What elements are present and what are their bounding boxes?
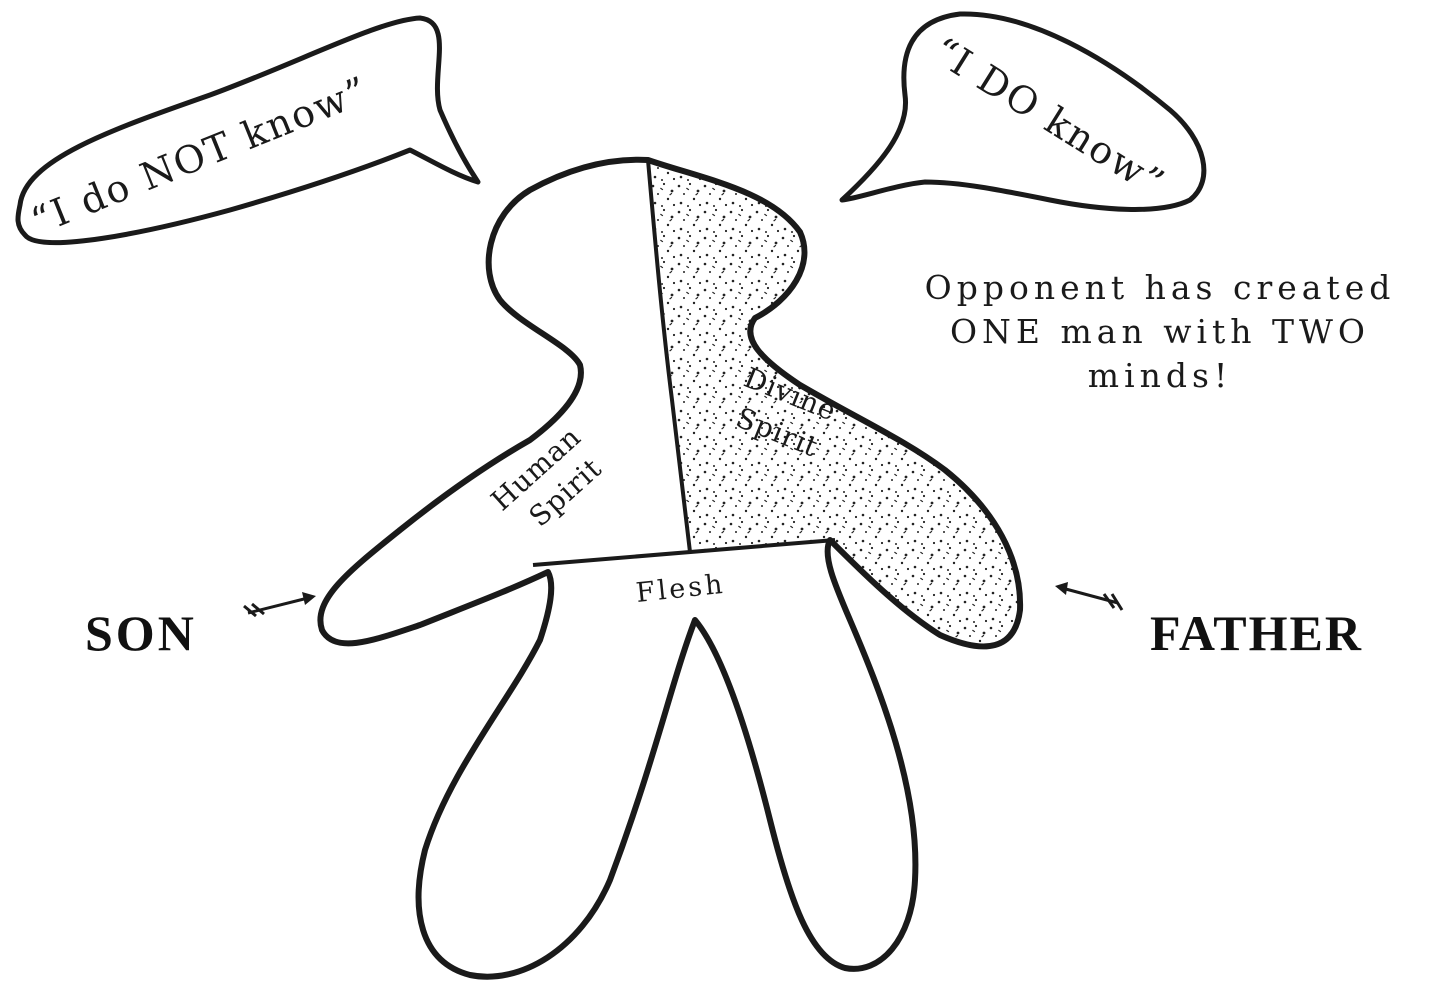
son-label: SON (85, 605, 197, 661)
caption-line-2: ONE man with TWO (880, 310, 1440, 354)
caption-line-1: Opponent has created (880, 266, 1440, 310)
father-label: FATHER (1150, 605, 1363, 661)
son-arrow (244, 592, 316, 616)
flesh-label: Flesh (634, 569, 726, 609)
caption-text: Opponent has created ONE man with TWO mi… (880, 266, 1440, 398)
flesh-divider (533, 540, 835, 565)
father-arrow (1055, 582, 1122, 610)
caption-line-3: minds! (880, 354, 1440, 398)
